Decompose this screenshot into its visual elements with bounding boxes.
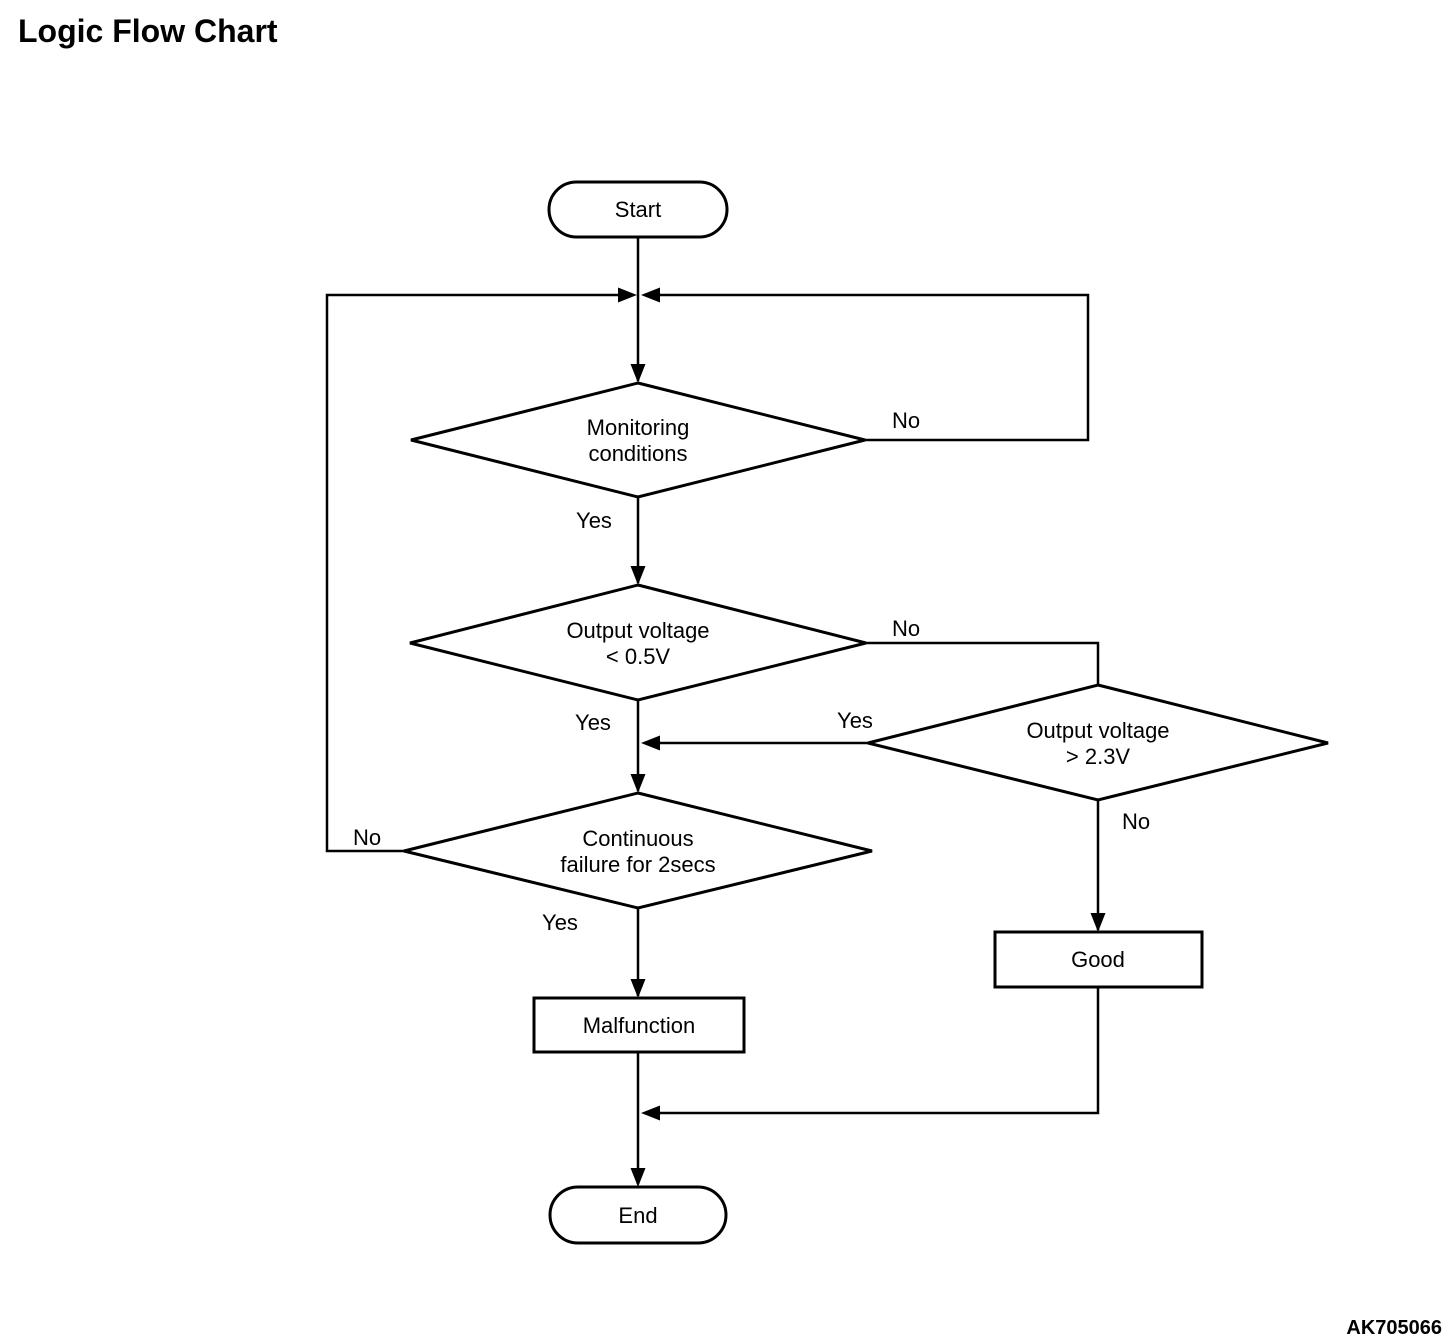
- edge-continuous-no-loop: [325, 287, 637, 853]
- output-voltage-low-decision: Output voltage < 0.5V: [409, 583, 867, 702]
- output-voltage-high-decision: Output voltage > 2.3V: [867, 683, 1329, 802]
- label-voltage-high-no: No: [1122, 809, 1150, 834]
- label-continuous-no: No: [353, 825, 381, 850]
- label-voltage-low-yes: Yes: [575, 710, 611, 735]
- malfunction-label: Malfunction: [583, 1013, 696, 1038]
- edge-voltage-low-no: [866, 641, 1100, 684]
- label-continuous-yes: Yes: [542, 910, 578, 935]
- arrow-down-icon: [630, 774, 646, 793]
- monitoring-conditions-decision: Monitoring conditions: [410, 381, 866, 499]
- figure-code: AK705066: [1346, 1317, 1442, 1339]
- page-title: Logic Flow Chart: [18, 13, 278, 49]
- label-voltage-high-yes: Yes: [837, 708, 873, 733]
- edge-voltage-high-yes: [641, 735, 868, 751]
- decision-diamond: [410, 381, 866, 499]
- start-label: Start: [615, 197, 661, 222]
- connector-line: [660, 293, 1090, 442]
- decision-label-line2: < 0.5V: [606, 644, 671, 669]
- start-node: Start: [547, 180, 729, 239]
- arrow-down-icon: [1090, 913, 1106, 932]
- arrow-down-icon: [630, 979, 646, 998]
- label-monitoring-no: No: [892, 408, 920, 433]
- label-voltage-low-no: No: [892, 616, 920, 641]
- connector-line: [659, 987, 1100, 1115]
- good-label: Good: [1071, 947, 1125, 972]
- edge-monitoring-no-loop: [641, 287, 1090, 442]
- arrow-left-icon: [641, 1105, 660, 1121]
- label-monitoring-yes: Yes: [576, 508, 612, 533]
- arrow-left-icon: [641, 735, 660, 751]
- end-node: End: [548, 1185, 728, 1245]
- process-box: [532, 996, 746, 1054]
- decision-diamond: [867, 683, 1329, 802]
- edge-voltage-high-no: [1090, 800, 1106, 932]
- end-label: End: [618, 1203, 657, 1228]
- decision-label-line1: Monitoring: [587, 415, 690, 440]
- arrow-down-icon: [630, 1168, 646, 1187]
- process-box: [993, 930, 1204, 989]
- decision-label-line2: conditions: [588, 441, 687, 466]
- connector-line: [866, 641, 1100, 684]
- decision-label-line2: > 2.3V: [1066, 744, 1131, 769]
- decision-diamond: [409, 583, 867, 702]
- arrow-left-icon: [641, 287, 660, 303]
- decision-label-line1: Output voltage: [1026, 718, 1169, 743]
- arrow-down-icon: [630, 364, 646, 383]
- edge-malfunction-to-end: [630, 1052, 646, 1187]
- decision-label-line1: Output voltage: [566, 618, 709, 643]
- good-node: Good: [993, 930, 1204, 989]
- edge-continuous-yes: [630, 908, 646, 998]
- decision-label-line1: Continuous: [582, 826, 693, 851]
- connector-line: [325, 293, 618, 853]
- decision-label-line2: failure for 2secs: [560, 852, 715, 877]
- terminator-shape: [547, 180, 729, 239]
- terminator-shape: [548, 1185, 728, 1245]
- arrow-down-icon: [630, 566, 646, 585]
- arrow-right-icon: [618, 287, 637, 303]
- decision-diamond: [403, 791, 873, 910]
- continuous-failure-decision: Continuous failure for 2secs: [403, 791, 873, 910]
- edge-monitoring-yes: [630, 497, 646, 585]
- edge-good-to-end-merge: [641, 987, 1100, 1121]
- malfunction-node: Malfunction: [532, 996, 746, 1054]
- edge-start-to-monitoring: [630, 237, 646, 383]
- edge-voltage-low-yes: [630, 700, 646, 793]
